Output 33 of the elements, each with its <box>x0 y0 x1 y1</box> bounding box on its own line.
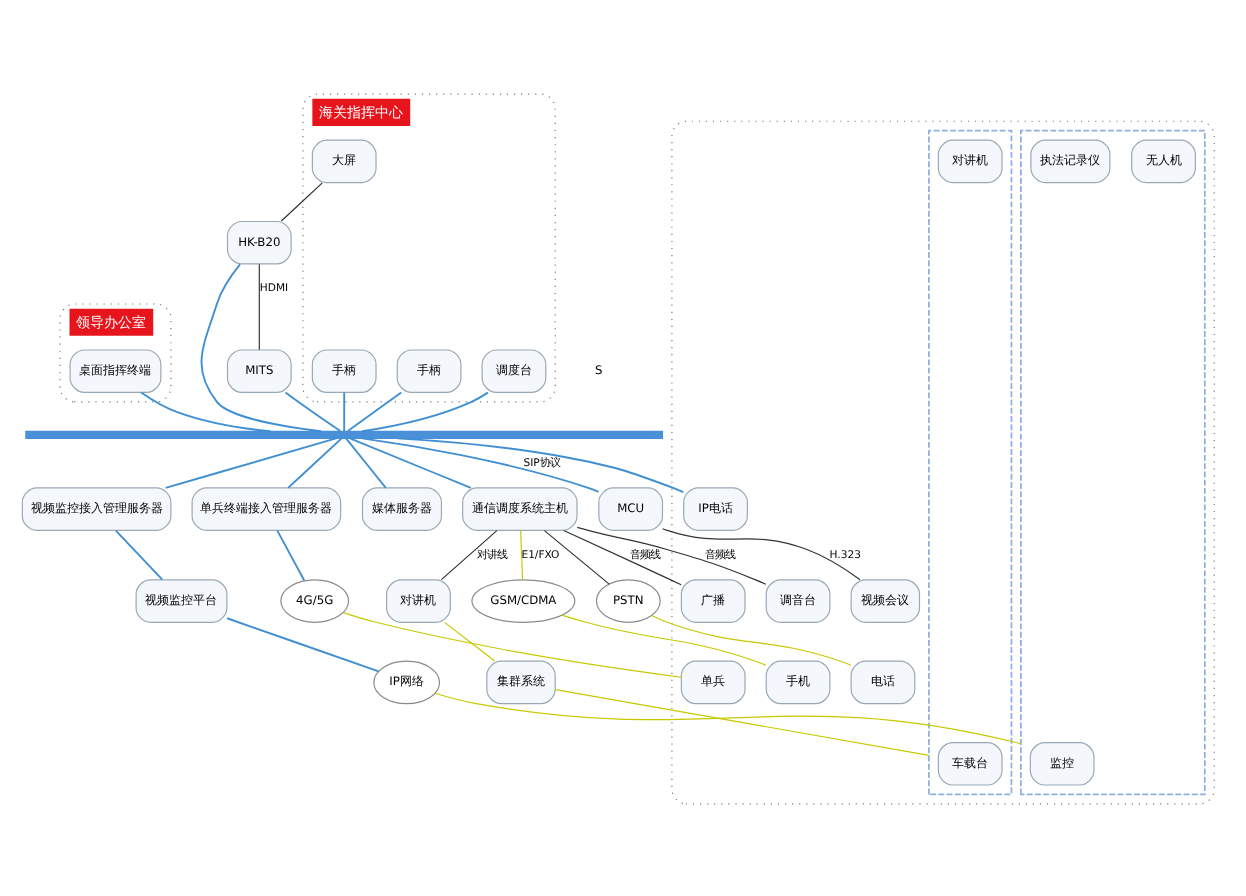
cluster <box>1020 128 1206 795</box>
connector <box>226 616 380 672</box>
connector <box>346 390 403 431</box>
connector <box>554 688 930 755</box>
connector <box>361 436 600 492</box>
cluster <box>928 128 1013 795</box>
connector <box>287 436 343 488</box>
connector <box>342 611 682 677</box>
connector <box>440 529 498 580</box>
connector <box>543 529 610 584</box>
connector <box>561 613 767 665</box>
connector <box>444 621 496 661</box>
connector <box>284 390 342 432</box>
connector <box>576 525 767 584</box>
connector <box>280 181 323 221</box>
connector <box>200 262 322 432</box>
connector <box>563 528 682 585</box>
connector <box>343 390 346 431</box>
connector <box>361 390 489 432</box>
connector <box>140 390 272 432</box>
connector <box>396 436 685 493</box>
cluster <box>671 119 1215 804</box>
node-bar <box>25 429 664 438</box>
connector <box>164 436 337 488</box>
connector <box>349 436 472 488</box>
connector <box>276 528 306 581</box>
connector <box>114 528 164 580</box>
connector <box>345 436 387 488</box>
connector <box>651 613 852 665</box>
connector <box>520 529 524 580</box>
connector <box>434 691 1022 744</box>
connector <box>258 262 260 350</box>
connector <box>662 527 861 580</box>
